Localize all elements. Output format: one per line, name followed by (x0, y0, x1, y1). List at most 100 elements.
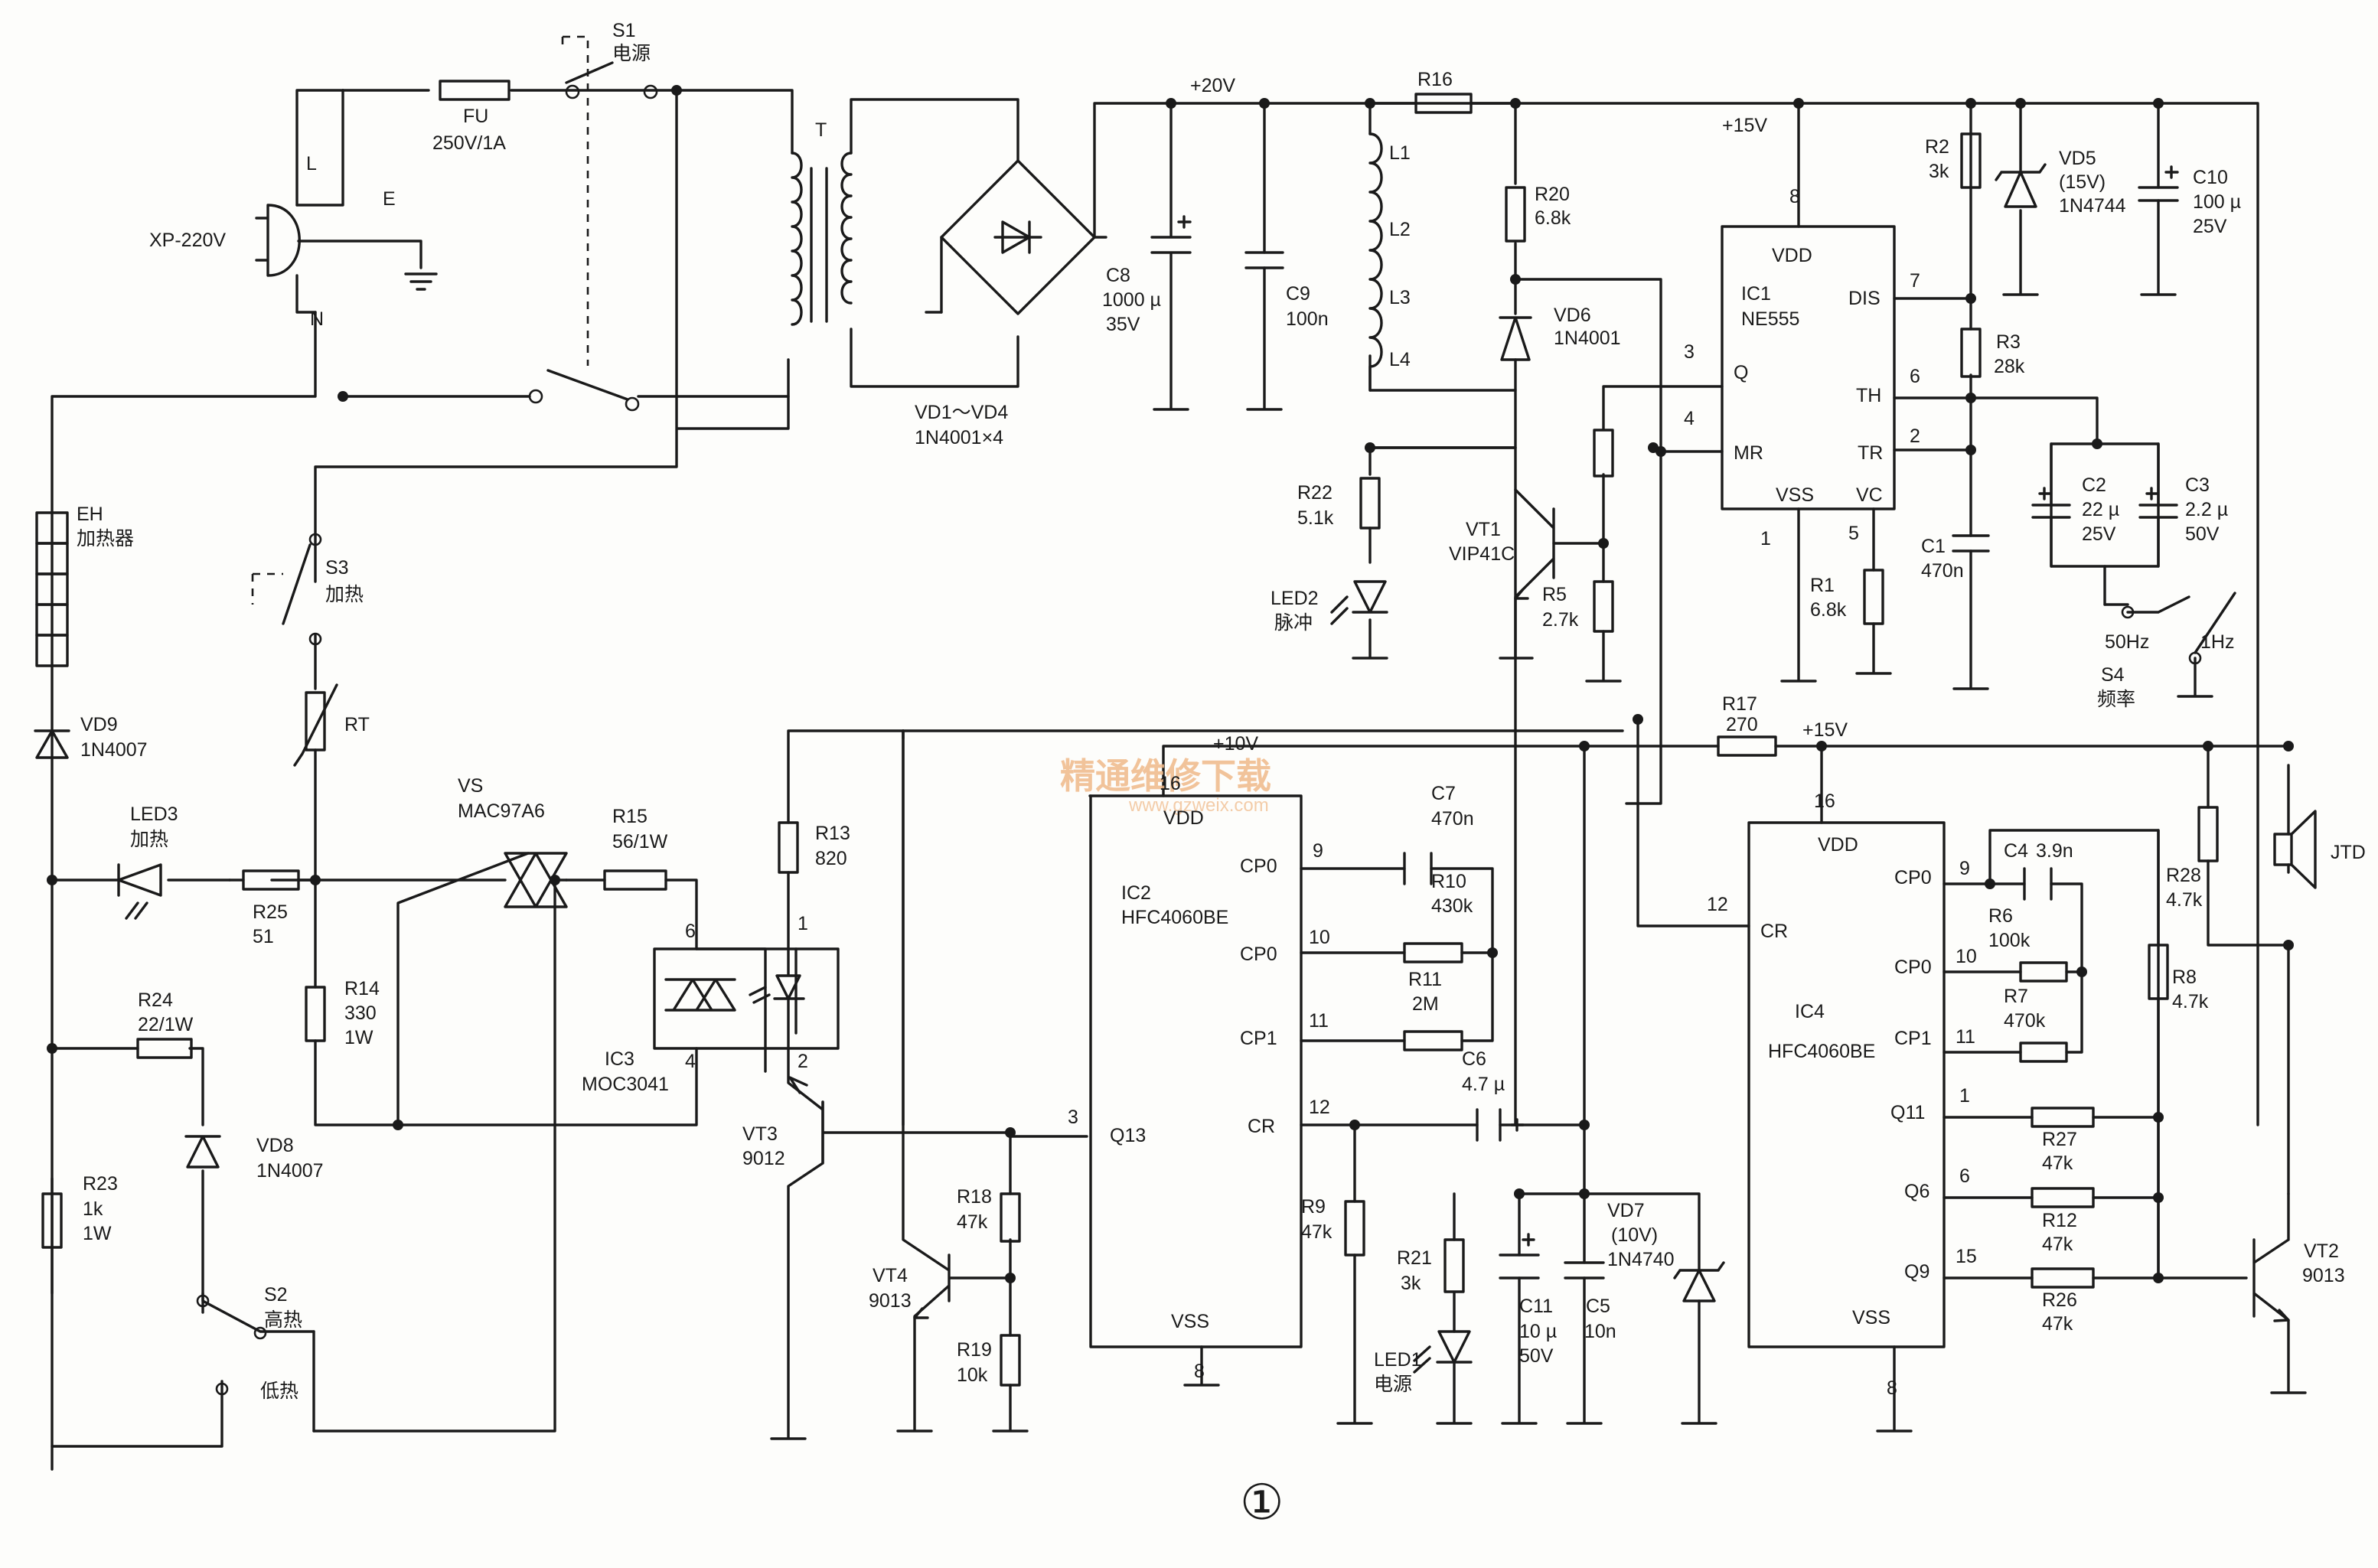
vd7-ref: VD7 (1607, 1200, 1645, 1221)
r23-power: 1W (83, 1223, 112, 1244)
figure-number: ① (1240, 1475, 1284, 1530)
zener-VD5 (1995, 163, 2047, 208)
l3-label: L3 (1389, 287, 1411, 308)
ic2-pin8: 8 (1194, 1361, 1205, 1382)
r6-value: 100k (1988, 930, 2031, 951)
s4-50hz: 50Hz (2105, 631, 2149, 653)
eh-name: 加热器 (77, 528, 134, 549)
ic4-pin11: 11 (1956, 1026, 1975, 1048)
zener-VD7 (1673, 1261, 1725, 1302)
s1-ref: S1 (612, 20, 636, 41)
c6-ref: C6 (1462, 1048, 1486, 1070)
c7-ref: C7 (1431, 783, 1456, 804)
r1-ref: R1 (1810, 575, 1835, 596)
r18-ref: R18 (957, 1186, 992, 1208)
ic1-ref: IC1 (1741, 283, 1771, 305)
r21-ref: R21 (1397, 1247, 1432, 1269)
c9-value: 100n (1286, 308, 1329, 330)
ic1-pin8: 8 (1789, 186, 1800, 207)
ic1-pin3: 3 (1684, 341, 1695, 363)
rail-15v-bottom: +15V (1802, 719, 1848, 741)
r8-value: 4.7k (2172, 991, 2209, 1012)
r13-value: 820 (815, 848, 847, 869)
r24-value: 22/1W (138, 1014, 194, 1035)
labels: +20V +15V +10V +15V XP-220V L E N FU 250… (77, 20, 2366, 1530)
c2-ref: C2 (2082, 474, 2106, 496)
ic2-cp0a: CP0 (1240, 856, 1277, 877)
ic3-moc3041 (653, 947, 840, 1050)
ic4-pin8: 8 (1887, 1377, 1897, 1399)
r17-ref: R17 (1722, 693, 1757, 715)
resistor-R19 (1000, 1334, 1021, 1387)
led2-ref: LED2 (1271, 588, 1319, 609)
c4-value: 3.9n (2036, 840, 2073, 862)
resistor-R20 (1505, 186, 1526, 243)
r10-ref: R10 (1431, 871, 1466, 892)
resistor-R10 (1403, 942, 1463, 963)
live-label: L (306, 153, 317, 174)
s3-ref: S3 (325, 557, 349, 579)
ic4-ref: IC4 (1795, 1001, 1825, 1022)
ic1-pin5: 5 (1848, 523, 1859, 544)
c3-value: 2.2 µ (2185, 499, 2228, 520)
led1-ref: LED1 (1374, 1349, 1422, 1371)
triac-VS (504, 852, 568, 908)
s2-high: 高热 (264, 1309, 302, 1331)
ic2-part: HFC4060BE (1121, 907, 1228, 928)
ic2-pin16: 16 (1160, 773, 1181, 794)
ic3-value: MOC3041 (582, 1074, 669, 1095)
s1-name: 电源 (612, 43, 651, 64)
jtd-label: JTD (2331, 842, 2366, 863)
fuse-ref: FU (463, 106, 488, 127)
ic1-pin7: 7 (1910, 270, 1920, 292)
ic3-ref: IC3 (605, 1048, 634, 1070)
r12-ref: R12 (2042, 1210, 2077, 1231)
ic2-q13: Q13 (1110, 1125, 1146, 1146)
r26-ref: R26 (2042, 1289, 2077, 1311)
vd7-value: 1N4740 (1607, 1249, 1675, 1270)
ic4-vdd: VDD (1818, 834, 1858, 856)
r3-value: 28k (1994, 356, 2025, 377)
c8-voltage: 35V (1106, 314, 1140, 335)
rail-15v-top: +15V (1722, 115, 1767, 136)
watermark-text: 精通维修下载 (1060, 756, 1271, 796)
r2-ref: R2 (1925, 136, 1949, 158)
resistor-R27 (2031, 1107, 2095, 1128)
ic2-vss: VSS (1171, 1311, 1209, 1332)
r20-value: 6.8k (1535, 207, 1571, 229)
c3-voltage: 50V (2185, 523, 2220, 545)
s2-low: 低热 (260, 1381, 298, 1402)
r11-ref: R11 (1408, 969, 1442, 990)
heater-EH (35, 511, 69, 667)
ic4-pin1: 1 (1959, 1085, 1970, 1107)
r5-value: 2.7k (1542, 609, 1579, 631)
vt3-ref: VT3 (742, 1123, 778, 1145)
ic2-vdd: VDD (1163, 807, 1204, 829)
inductor-L1-L4 (1368, 132, 1383, 392)
buzzer-JTD (2273, 810, 2317, 889)
c2-voltage: 25V (2082, 523, 2116, 545)
ic1-pin2: 2 (1910, 425, 1920, 447)
ic4-cp1: CP1 (1894, 1028, 1932, 1049)
watermark: 精通维修下载 www.gzweix.com (1060, 756, 1271, 816)
ic2-pin10: 10 (1309, 927, 1330, 948)
resistor-R5 (1593, 580, 1614, 633)
ic2-hfc4060be (1089, 794, 1303, 1348)
c3-ref: C3 (2185, 474, 2210, 496)
ic4-cp0b: CP0 (1894, 957, 1932, 978)
earth-label: E (383, 188, 396, 210)
r22-value: 5.1k (1297, 507, 1334, 529)
ic1-vss: VSS (1776, 484, 1814, 506)
ic3-pin6: 6 (685, 921, 696, 942)
r28-value: 4.7k (2166, 889, 2203, 911)
bridge-ref: VD1～VD4 (915, 402, 1008, 423)
c11-voltage: 50V (1519, 1345, 1554, 1367)
c8-value: 1000 µ (1102, 289, 1161, 311)
ic3-pin4: 4 (685, 1051, 696, 1072)
resistor-R23 (41, 1192, 63, 1249)
r16-ref: R16 (1417, 69, 1453, 90)
r17-value: 270 (1726, 714, 1758, 735)
led3-ref: LED3 (130, 804, 178, 825)
c11-value: 10 µ (1519, 1321, 1557, 1342)
r28-ref: R28 (2166, 865, 2201, 886)
